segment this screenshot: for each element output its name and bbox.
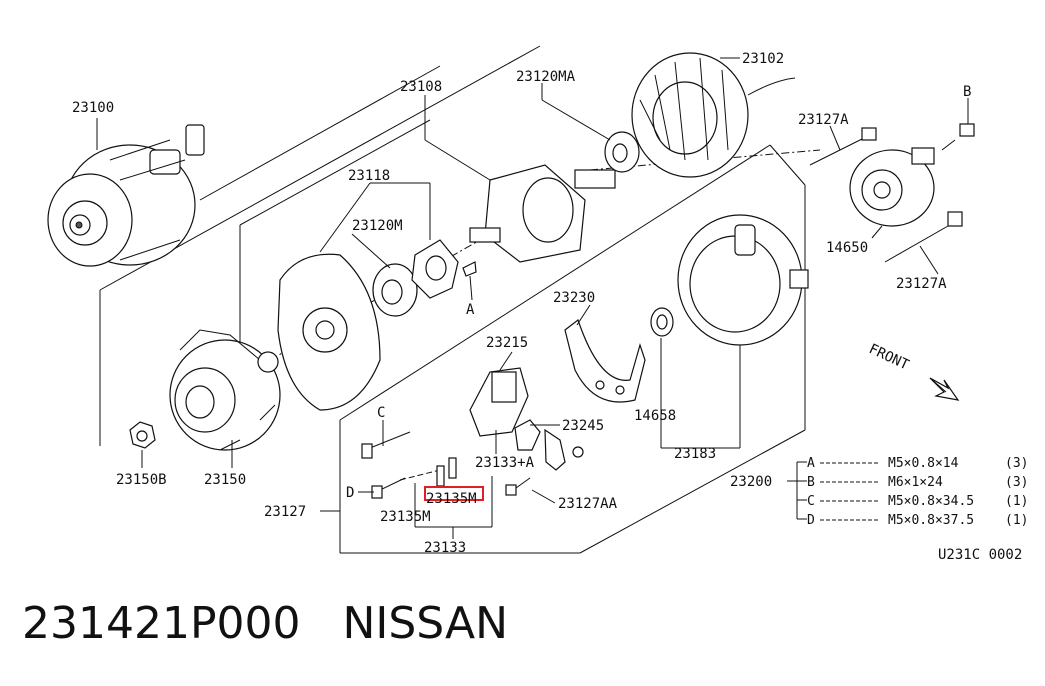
spec-qty: (3) [1005,456,1028,471]
label-14658: 14658 [634,408,676,424]
screw-B-drawing [941,123,975,151]
spec-table: A M5×0.8×14 (3) B M6×1×24 (3) C M5×0.8×3… [807,456,1028,528]
label-23127A-top: 23127A [798,112,849,128]
label-23100: 23100 [72,100,114,116]
label-23133A: 23133+A [475,455,535,471]
spec-key: A [807,456,815,471]
spec-value: M5×0.8×14 [888,456,959,471]
front-label: FRONT [866,341,911,374]
front-housing-23118-drawing [257,253,381,411]
label-23150B: 23150B [116,472,167,488]
label-23133: 23133 [424,540,466,556]
label-23120MA: 23120MA [516,69,576,85]
label-23215: 23215 [486,335,528,351]
spec-key: C [807,494,815,509]
bolt-23127A-bottom-drawing [884,211,963,263]
footer-spacer [300,598,342,649]
label-14650: 14650 [826,240,868,256]
label-23135M: 23135M [380,509,431,525]
bearing-23120MA-drawing [604,131,640,173]
footer-title: 231421P000 NISSAN [22,598,508,649]
spec-qty: (1) [1005,513,1028,528]
label-23127: 23127 [264,504,306,520]
cap-14650-drawing [849,147,935,227]
regulator-23215-drawing [469,367,529,437]
alternator-exploded-diagram: FRONT 23100 23102 23108 23120MA 23118 23… [47,45,1028,563]
spec-key: D [807,513,815,528]
label-23120M: 23120M [352,218,403,234]
spec-row: C M5×0.8×34.5 (1) [807,494,1028,509]
bearing-23120M-drawing [372,239,477,317]
label-23102: 23102 [742,51,784,67]
screw-C-drawing [361,431,411,459]
spec-row: A M5×0.8×14 (3) [807,456,1028,471]
spec-key: B [807,475,815,490]
rotor-23108-drawing [469,164,616,263]
label-B: B [963,84,971,100]
label-A: A [466,302,475,318]
diagram-code: U231C 0002 [938,547,1022,563]
highlight-box [424,486,484,501]
label-23135M-highlighted: 23135M [426,491,477,507]
screw-23127AA-drawing [505,477,531,496]
label-23118: 23118 [348,168,390,184]
spec-row: B M6×1×24 (3) [807,475,1028,490]
label-23150: 23150 [204,472,246,488]
spec-qty: (3) [1005,475,1028,490]
nut-23150B-drawing [129,421,156,449]
leader-lines [96,57,969,539]
screw-D-drawing [371,477,406,499]
ring-14658-drawing [650,307,674,337]
label-C: C [377,405,385,421]
assembly-outline-23127 [239,119,806,554]
rear-housing-23183-drawing [677,214,809,346]
terminal-23245-drawing [514,419,584,471]
brand-name: NISSAN [342,598,509,649]
label-23200: 23200 [730,474,772,490]
spec-qty: (1) [1005,494,1028,509]
label-23245: 23245 [562,418,604,434]
pulley-23150-drawing [169,329,281,451]
label-23127AA: 23127AA [558,496,618,512]
stator-23102-drawing [631,52,796,178]
label-23127A-bottom: 23127A [896,276,947,292]
front-arrow-icon [929,377,960,401]
label-23108: 23108 [400,79,442,95]
spec-value: M5×0.8×37.5 [888,513,974,528]
spec-row: D M5×0.8×37.5 (1) [807,513,1028,528]
label-D: D [346,485,354,501]
label-23230: 23230 [553,290,595,306]
spec-value: M6×1×24 [888,475,943,490]
label-23183: 23183 [674,446,716,462]
part-number: 231421P000 [22,598,301,649]
alternator-assembly-drawing [47,124,205,267]
diode-23230-drawing [564,319,646,403]
spec-value: M5×0.8×34.5 [888,494,974,509]
brush-23135M-drawing [436,457,457,487]
